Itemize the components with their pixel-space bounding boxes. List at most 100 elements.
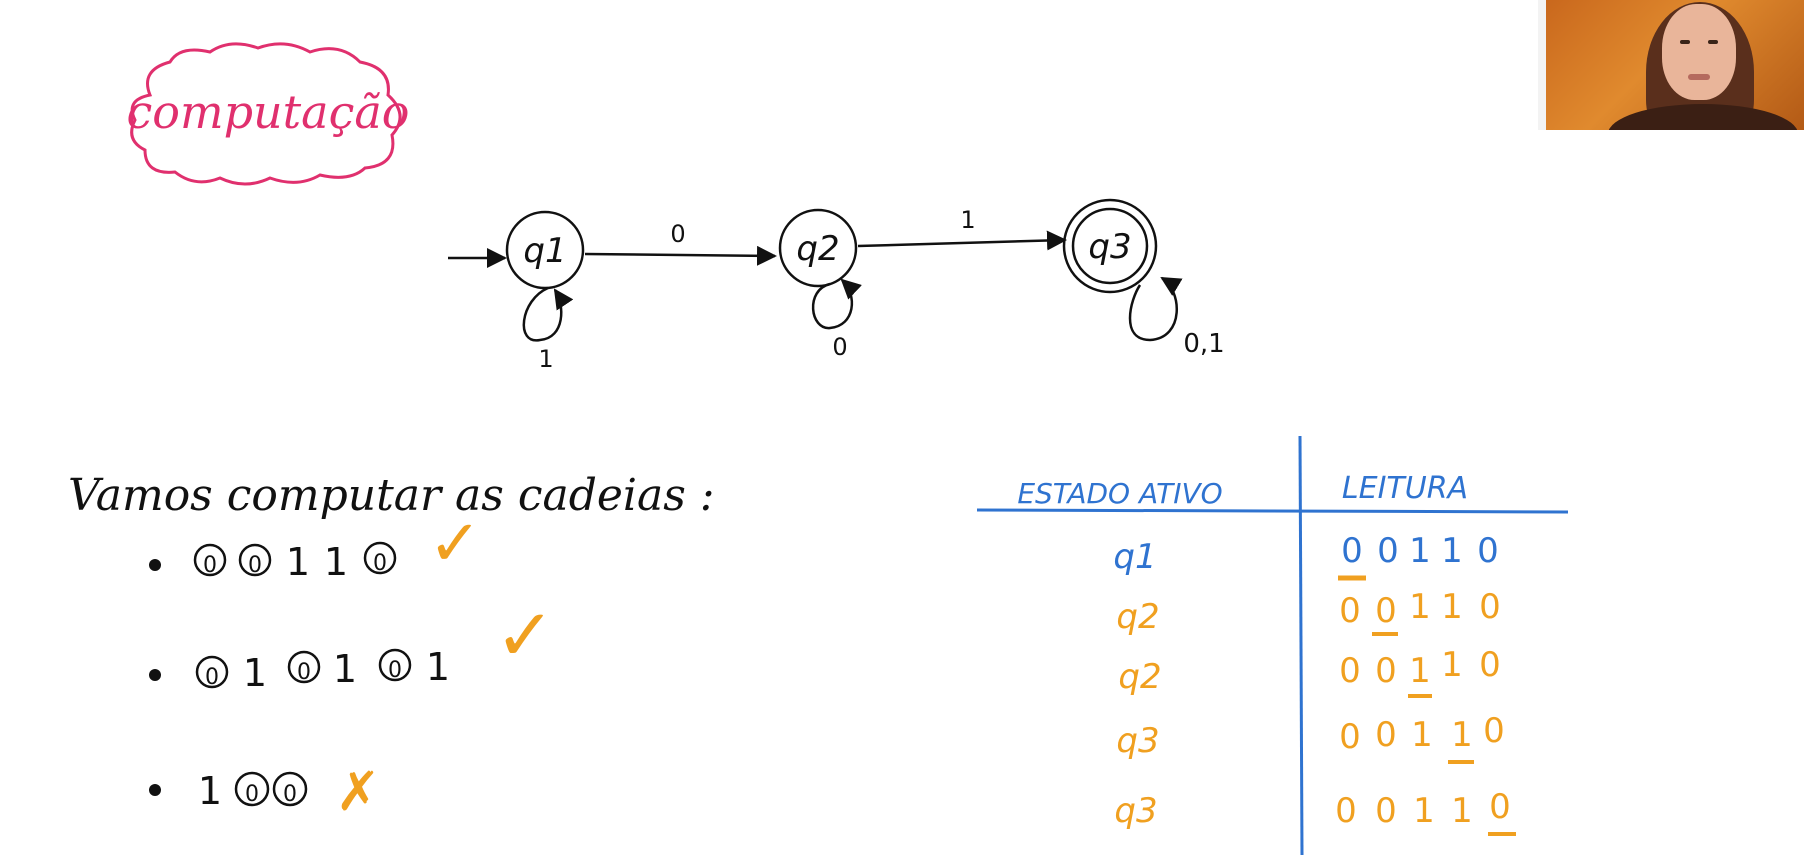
circled-symbol [363,541,397,575]
r2-c0: 0 [1339,591,1361,631]
item-2-result: ✓ [495,593,555,677]
loop-q1 [522,286,574,342]
r1-c3: 1 [1441,531,1463,571]
r2-c1: 0 [1375,591,1397,631]
edge-q2-q3-label: 1 [960,206,975,234]
r2-c2: 1 [1409,587,1431,627]
table-row-3-reading: 0 0 1 1 0 [1339,645,1501,698]
circled-symbol [287,650,321,684]
item-2-sym-0: 0 [205,665,219,690]
state-q2-circle [778,208,858,288]
loop-q3 [1128,276,1183,342]
table-row-4-state: q3 [1116,721,1159,761]
table-row-1-reading: 0 0 1 1 0 [1338,531,1499,581]
table-row-1-state: q1 [1113,537,1156,577]
item-1-sym-4: 0 [373,551,387,576]
state-q1-label: q1 [523,231,566,271]
item-2-sym-1: 1 [243,651,267,695]
r1-c0: 0 [1341,531,1363,571]
circled-symbol [272,771,308,807]
table-header-state: ESTADO ATIVO [1017,477,1222,510]
item-2-sym-3: 1 [333,647,357,691]
table-row-2-reading: 0 0 1 1 0 [1339,587,1501,636]
exercise-heading: Vamos computar as cadeias : [68,470,715,521]
r5-c0: 0 [1335,791,1357,831]
presenter-eye [1708,40,1718,44]
r5-c3: 1 [1451,791,1473,831]
item-2-sym-5: 1 [426,645,450,689]
r4-c0: 0 [1339,717,1361,757]
edge-q1-q2 [584,245,777,266]
automaton-diagram [448,198,1183,342]
item-1-symbols: 0 0 1 1 0 [193,540,397,584]
table-row-5-state: q3 [1114,791,1157,831]
r4-c2: 1 [1411,715,1433,755]
r2-c3: 1 [1441,587,1463,627]
item-1-sym-0: 0 [203,553,217,578]
circled-symbol [378,648,412,682]
cloud-outline [130,42,402,186]
state-q3-outer-circle [1062,198,1158,294]
item-1-sym-2: 1 [286,540,310,584]
state-q3-inner-circle [1071,207,1149,285]
title-cloud: computação [127,42,410,186]
circled-symbol [234,771,270,807]
r5-c4: 0 [1489,787,1511,827]
r5-c1: 0 [1375,791,1397,831]
loop-q3-label: 0,1 [1183,329,1224,359]
item-2-sym-2: 0 [297,660,311,685]
r1-c1: 0 [1377,531,1399,571]
r4-c4: 0 [1483,711,1505,751]
bullet-1 [149,559,161,571]
table-header-rule [976,508,1569,514]
r5-c2: 1 [1413,791,1435,831]
item-3-result: ✗ [335,760,380,823]
edge-q2-q3 [857,230,1067,251]
webcam-background-edge [1538,0,1546,130]
r1-c4: 0 [1477,531,1499,571]
item-1-sym-3: 1 [324,540,348,584]
presenter-mouth [1688,74,1710,80]
item-1-result: ✓ [428,507,482,581]
item-2-sym-4: 0 [388,658,402,683]
table-row-4-reading: 0 0 1 1 0 [1339,711,1505,764]
item-1-sym-1: 0 [248,553,262,578]
item-3-sym-0: 1 [198,769,222,813]
circled-symbol [195,655,229,689]
r4-c3: 1 [1451,715,1473,755]
table-row-5-reading: 0 0 1 1 0 [1335,787,1516,836]
state-q3-label: q3 [1088,227,1131,267]
loop-q2-label: 0 [832,333,847,361]
page-title: computação [127,85,410,139]
loop-q1-label: 1 [538,345,553,373]
r3-c4: 0 [1479,645,1501,685]
presenter-shoulders [1608,104,1798,130]
presenter-webcam [1538,0,1804,130]
table-header-reading: LEITURA [1342,471,1468,506]
table-row-2-state: q2 [1116,597,1159,637]
item-3-symbols: 1 0 0 [198,769,308,813]
trace-table: ESTADO ATIVO LEITURA q1 0 0 1 1 0 q2 0 0… [976,435,1569,855]
item-3-sym-1: 0 [245,782,259,807]
bullet-3 [149,784,161,796]
state-q2-label: q2 [796,229,839,269]
loop-q2 [811,278,862,330]
bullet-2 [149,669,161,681]
r2-c4: 0 [1479,587,1501,627]
presenter-face [1662,4,1736,100]
exercise-section: Vamos computar as cadeias : 0 0 1 1 0 ✓ … [68,470,715,823]
presenter-eye [1680,40,1690,44]
item-3-sym-2: 0 [283,782,297,807]
table-row-3-state: q2 [1118,657,1161,697]
item-2-symbols: 0 1 0 1 0 1 [195,645,450,695]
circled-symbol [238,543,272,577]
r3-c3: 1 [1441,645,1463,685]
automaton-labels: q1 q2 q3 0 1 1 0 0,1 [523,206,1224,373]
r3-c2: 1 [1409,651,1431,691]
circled-symbol [193,543,227,577]
r3-c1: 0 [1375,651,1397,691]
state-q1-circle [505,210,585,290]
r3-c0: 0 [1339,651,1361,691]
r4-c1: 0 [1375,715,1397,755]
table-vertical-divider [1298,435,1304,855]
